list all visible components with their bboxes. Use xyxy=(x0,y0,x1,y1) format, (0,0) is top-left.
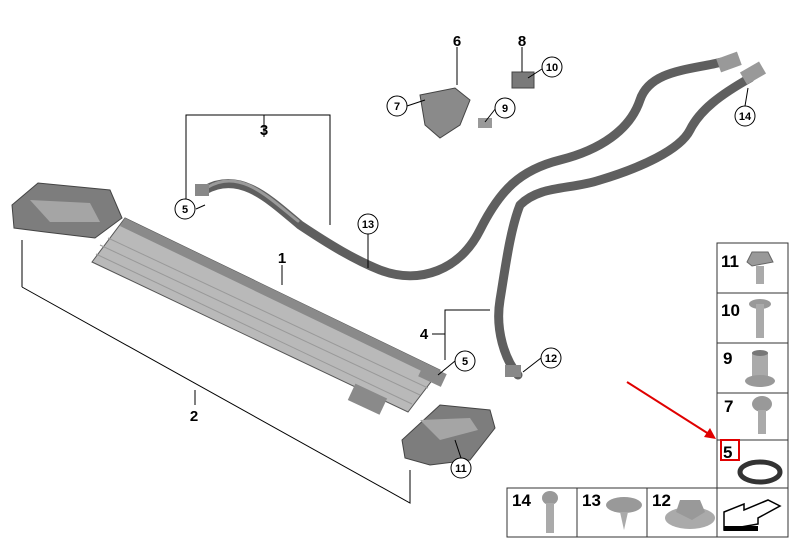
svg-text:11: 11 xyxy=(455,463,467,475)
svg-text:14: 14 xyxy=(739,111,752,123)
table-label-12: 12 xyxy=(652,491,671,510)
nut-part-9 xyxy=(478,118,492,128)
highlight-box xyxy=(720,439,740,461)
nut-9-icon xyxy=(745,350,775,387)
callout-6: 6 xyxy=(453,33,461,50)
hose-fitting xyxy=(716,51,742,73)
callout-5-lower[interactable]: 5 xyxy=(454,350,476,372)
table-label-5: 5 xyxy=(723,443,732,462)
hose-fitting xyxy=(739,61,767,85)
callout-11[interactable]: 11 xyxy=(450,457,472,479)
svg-text:7: 7 xyxy=(394,101,400,113)
callout-13[interactable]: 13 xyxy=(357,213,379,235)
svg-text:12: 12 xyxy=(545,353,557,365)
bolt-10-icon xyxy=(749,299,771,338)
bracket-part-6 xyxy=(419,87,471,139)
screw-13-icon xyxy=(606,497,642,530)
nut-12-icon xyxy=(665,500,715,529)
callout-5-upper[interactable]: 5 xyxy=(174,198,196,220)
table-label-7: 7 xyxy=(724,397,733,416)
hose-fitting xyxy=(505,365,521,377)
callout-3: 3 xyxy=(260,122,268,139)
front-direction-arrow-icon xyxy=(723,499,782,531)
screw-14-icon xyxy=(542,491,558,533)
right-bracket xyxy=(401,404,496,466)
callout-10[interactable]: 10 xyxy=(541,56,563,78)
left-bracket xyxy=(11,182,123,239)
svg-text:10: 10 xyxy=(546,62,558,74)
callout-8: 8 xyxy=(518,33,526,50)
screw-7-icon xyxy=(752,396,772,434)
callout-2: 2 xyxy=(190,408,198,425)
hose-fitting xyxy=(195,184,209,196)
callout-1: 1 xyxy=(278,250,286,267)
oil-cooler xyxy=(91,217,447,415)
o-ring-5-icon xyxy=(737,459,783,485)
table-label-9: 9 xyxy=(723,349,732,368)
hose-upper xyxy=(200,57,727,281)
callout-12[interactable]: 12 xyxy=(540,347,562,369)
hose-lower xyxy=(494,73,755,380)
callout-7[interactable]: 7 xyxy=(386,95,408,117)
svg-text:5: 5 xyxy=(182,204,188,216)
svg-text:5: 5 xyxy=(462,356,468,368)
svg-text:9: 9 xyxy=(502,103,508,115)
bolt-11-icon xyxy=(746,251,774,284)
parts-table: 11 10 9 7 5 14 13 12 xyxy=(506,242,789,538)
table-label-11: 11 xyxy=(721,252,739,271)
highlight-arrow xyxy=(626,381,716,439)
svg-text:13: 13 xyxy=(362,219,374,231)
callout-14[interactable]: 14 xyxy=(734,105,756,127)
table-label-14: 14 xyxy=(512,491,531,510)
leader-lines xyxy=(21,47,749,504)
callout-4: 4 xyxy=(420,326,429,343)
callout-9[interactable]: 9 xyxy=(494,97,516,119)
clip-part-8 xyxy=(511,71,535,89)
table-label-13: 13 xyxy=(582,491,601,510)
table-label-10: 10 xyxy=(721,301,740,320)
